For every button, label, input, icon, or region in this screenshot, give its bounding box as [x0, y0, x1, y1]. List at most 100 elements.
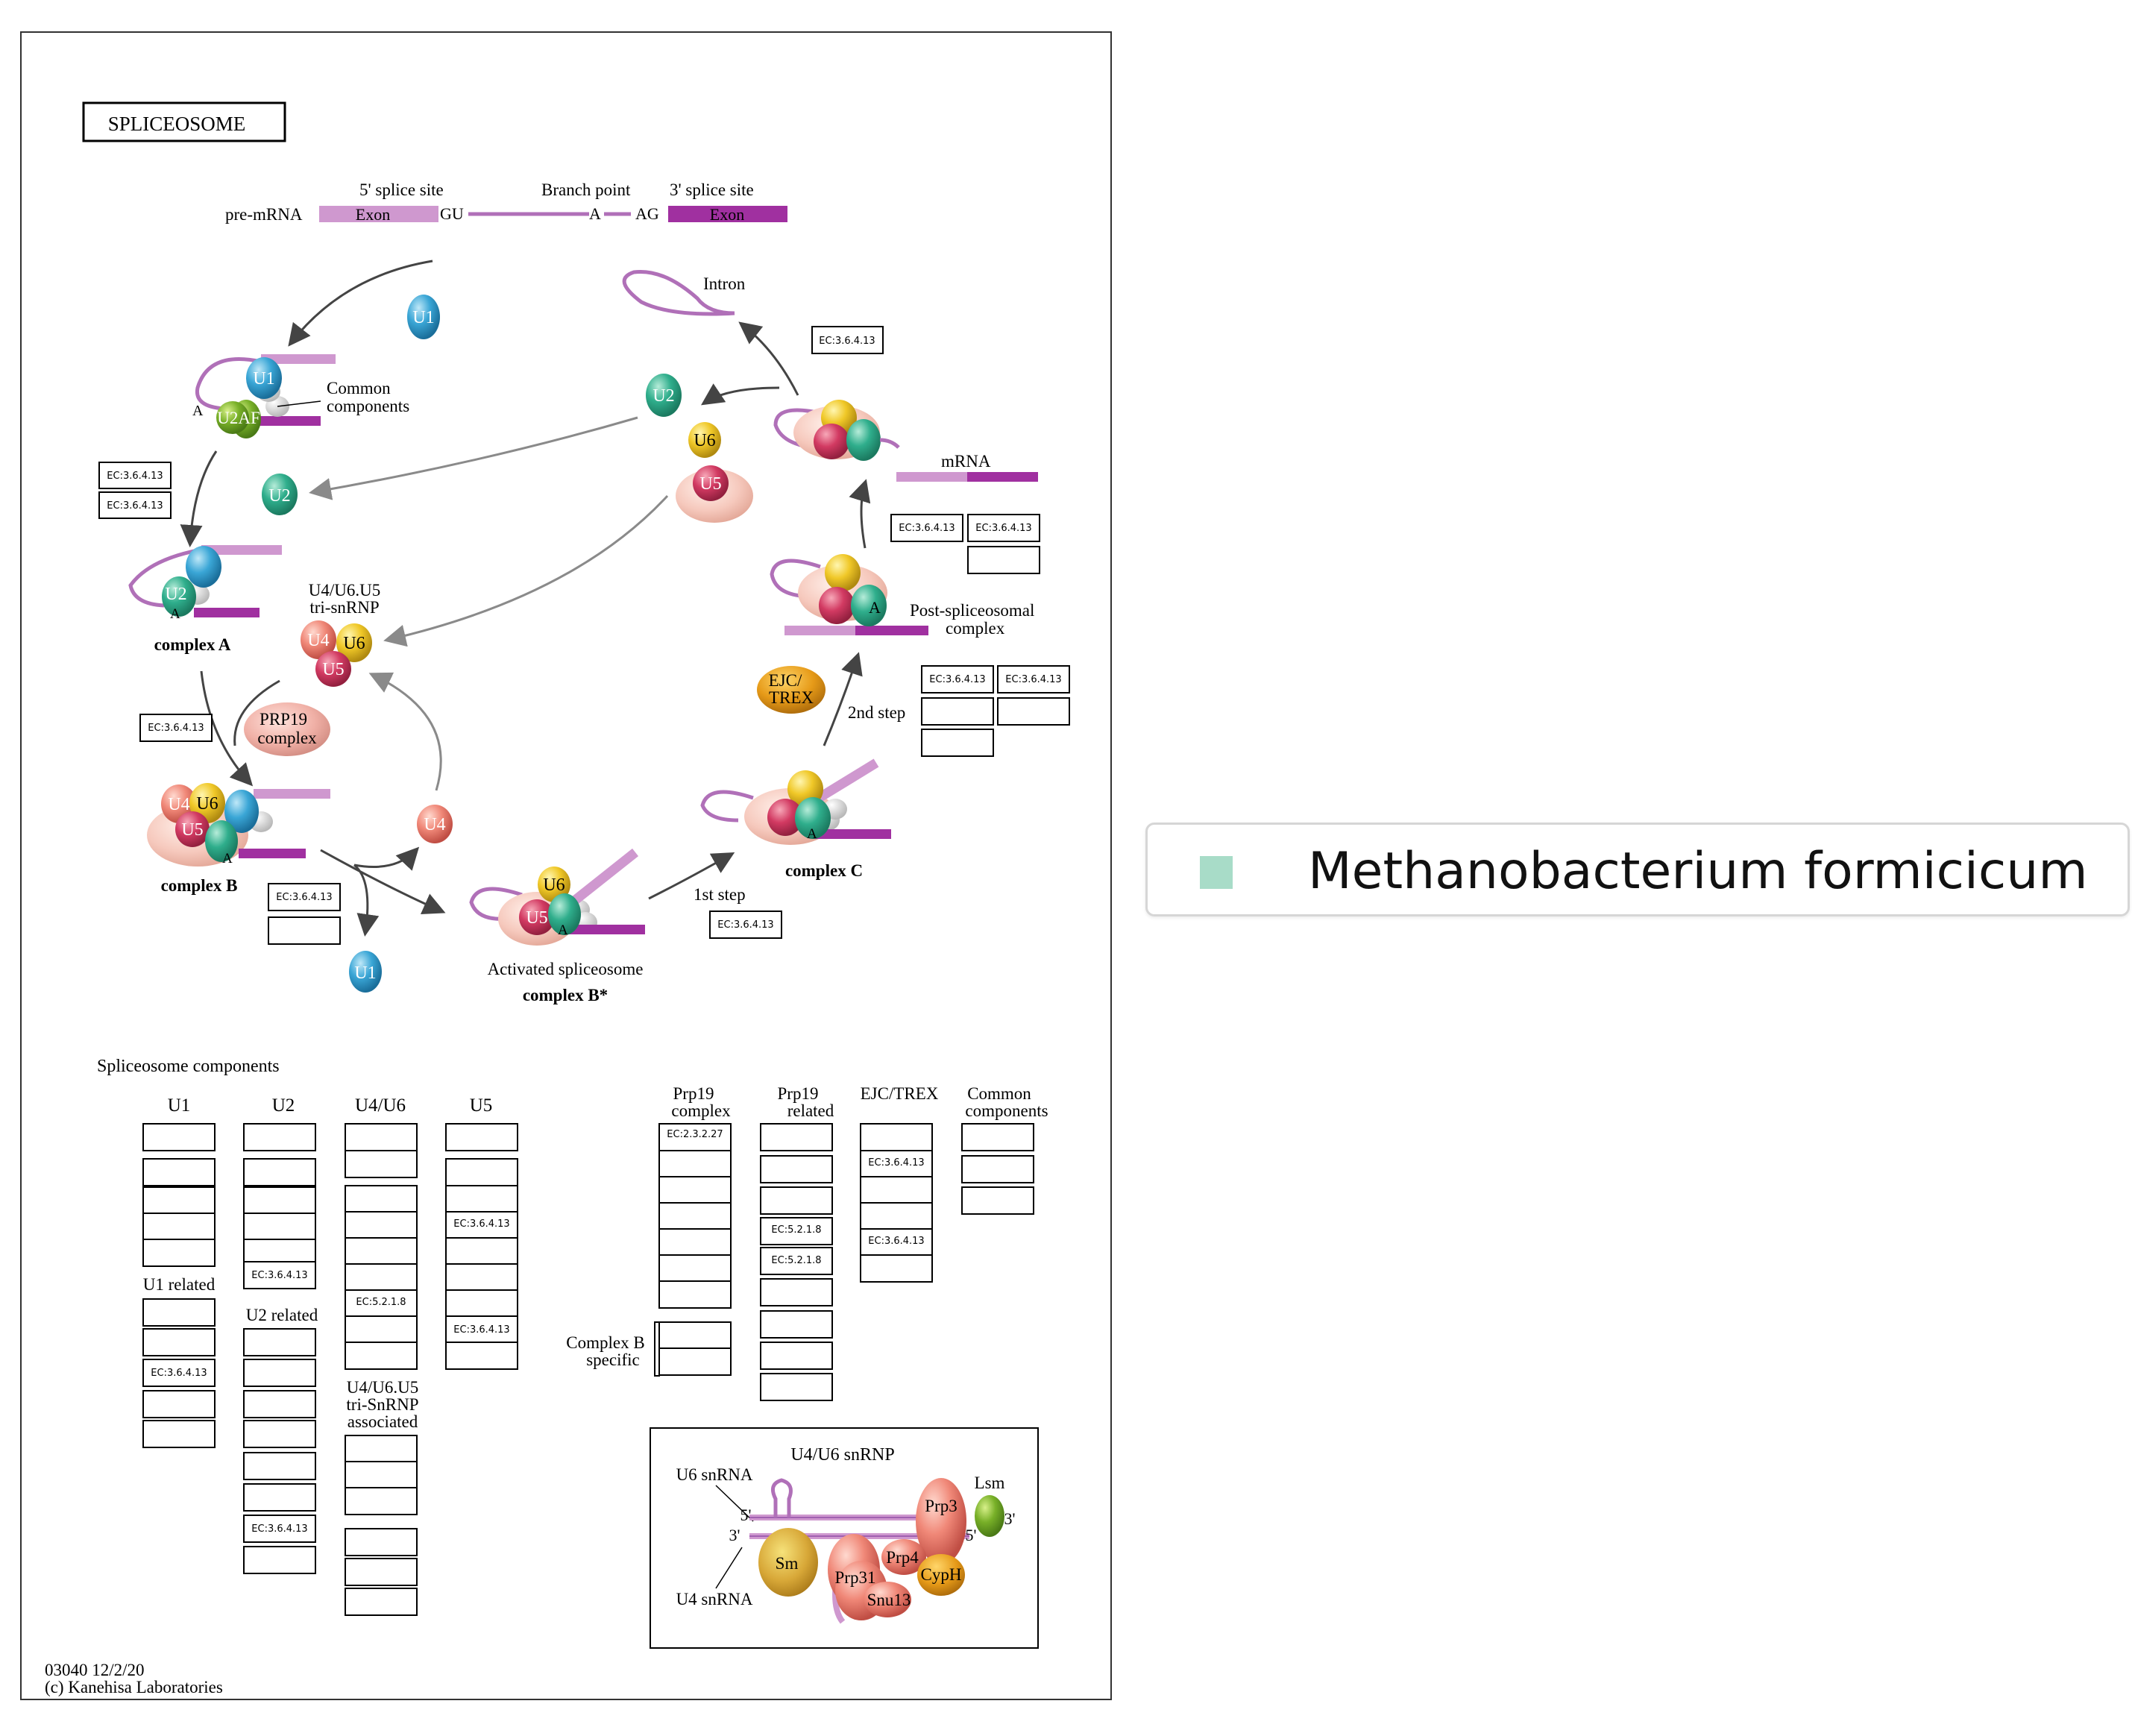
footer-line-2: (c) Kanehisa Laboratories [45, 1678, 223, 1696]
ec-box [98, 462, 172, 489]
tri-assoc-label-3: associated [348, 1412, 418, 1431]
svg-text:EC:3.6.4.13: EC:3.6.4.13 [251, 1523, 307, 1535]
complex-c: A complex C [700, 758, 891, 880]
complex-bstar-label: complex B* [523, 986, 608, 1004]
complex-a: U2 A complex A [128, 545, 282, 654]
gu-label: GU [440, 204, 464, 223]
col-u2-label: U2 [272, 1095, 295, 1116]
diagram-title: SPLICEOSOME [108, 113, 246, 135]
u1-common-label: U1 [253, 369, 274, 389]
u2-related-label: U2 related [246, 1306, 318, 1324]
u1-related-label: U1 related [143, 1275, 216, 1294]
pathway-ec-boxes[interactable]: EC:3.6.4.13 EC:3.6.4.13 EC:3.6.4.13 EC:3… [98, 326, 1070, 945]
svg-text:EC:3.6.4.13: EC:3.6.4.13 [717, 919, 773, 931]
svg-text:EC:3.6.4.13: EC:3.6.4.13 [868, 1157, 924, 1169]
tri-snrnp-label-1: U4/U6.U5 [309, 581, 380, 600]
lsm-label: Lsm [975, 1474, 1005, 1492]
svg-text:EC:3.6.4.13: EC:3.6.4.13 [975, 523, 1031, 534]
branch-a-complex-b: A [222, 851, 233, 867]
u6-bstar-label: U6 [543, 875, 565, 895]
exon-2-label: Exon [710, 205, 744, 224]
svg-text:EC:5.2.1.8: EC:5.2.1.8 [771, 1224, 821, 1236]
mrna-product: mRNA [896, 452, 1038, 482]
u5-complex-b-label: U5 [181, 820, 203, 840]
u1-free-bottom-label: U1 [354, 963, 376, 983]
intron-product: Intron [622, 269, 746, 316]
snu13-label: Snu13 [867, 1591, 911, 1609]
ec-box [139, 714, 213, 742]
branch-a-complex-a: A [170, 606, 180, 622]
tri-snrnp: U4/U6.U5 tri-snRNP U4 U6 U5 [301, 581, 380, 687]
components-section: Spliceosome components U1 U2 U4/U6 U5 U1… [97, 1057, 1048, 1431]
col-u4u6-label: U4/U6 [355, 1095, 406, 1116]
svg-text:EC:5.2.1.8: EC:5.2.1.8 [771, 1255, 821, 1266]
prp19-col-label-2: complex [671, 1101, 731, 1120]
ejctrex-col-label: EJC/TREX [861, 1084, 939, 1103]
components-heading: Spliceosome components [97, 1057, 280, 1076]
ejc-trex: EJC/ TREX [757, 666, 826, 714]
second-step-label: 2nd step [848, 703, 905, 722]
ec-box [921, 665, 994, 694]
prp3-label: Prp3 [925, 1497, 957, 1515]
svg-text:EC:3.6.4.13: EC:3.6.4.13 [899, 523, 955, 534]
u2af-label: U2AF [217, 409, 260, 427]
svg-text:EC:3.6.4.13: EC:3.6.4.13 [1005, 674, 1061, 685]
first-step-label: 1st step [694, 885, 746, 904]
prp4-label: Prp4 [886, 1548, 919, 1567]
prp19rel-col-label-2: related [787, 1101, 834, 1120]
svg-text:EC:3.6.4.13: EC:3.6.4.13 [819, 336, 875, 347]
svg-text:EC:3.6.4.13: EC:3.6.4.13 [453, 1218, 509, 1230]
svg-text:EC:3.6.4.13: EC:3.6.4.13 [151, 1368, 207, 1379]
complex-b: U4 U6 U5 A complex B [147, 783, 330, 895]
branch-a-common: A [192, 403, 204, 419]
ec-box [268, 883, 341, 911]
legend: Methanobacterium formicicum [1145, 823, 2130, 916]
ec-box [98, 491, 172, 519]
component-gene-boxes[interactable] [142, 1123, 1034, 1616]
svg-text:EC:3.6.4.13: EC:3.6.4.13 [453, 1324, 509, 1336]
svg-text:EC:2.3.2.27: EC:2.3.2.27 [667, 1129, 723, 1140]
pre-mrna: pre-mRNA 5' splice site Branch point 3' … [225, 180, 787, 224]
gene-box [921, 729, 994, 757]
complex-b-label: complex B [161, 876, 238, 895]
u2-complex-a-label: U2 [165, 585, 186, 604]
exon-1 [319, 206, 438, 222]
branch-a-label: A [589, 204, 601, 223]
u2-free-left-label: U2 [268, 486, 290, 506]
sm-label: Sm [776, 1554, 799, 1573]
common-components-label-2: components [327, 397, 409, 415]
post-spliceosomal-complex: A Post-spliceosomal complex [770, 554, 1034, 638]
branch-point-label: Branch point [541, 180, 631, 199]
svg-text:EC:3.6.4.13: EC:3.6.4.13 [929, 674, 985, 685]
commitment-complex: U1 U2AF A Common components [192, 354, 409, 438]
tri-assoc-label-2: tri-SnRNP [346, 1395, 418, 1414]
common-components-label-1: Common [327, 379, 391, 397]
ejc-label-1: EJC/ [769, 671, 802, 690]
gene-box [921, 697, 994, 726]
prp31-label: Prp31 [835, 1568, 876, 1587]
ag-label: AG [635, 204, 659, 223]
prp19-label-2: complex [257, 729, 317, 747]
gene-box [997, 697, 1070, 726]
u4-complex-b-label: U4 [168, 795, 189, 814]
gene-box [967, 546, 1040, 574]
mrna-label: mRNA [941, 452, 991, 471]
complex-a-label: complex A [154, 635, 231, 654]
u6-tri-label: U6 [343, 634, 365, 653]
inset-title: U4/U6 snRNP [790, 1445, 894, 1465]
u4-free-label: U4 [424, 815, 445, 834]
u4-snrna-label: U4 snRNA [676, 1590, 753, 1608]
ec-box [811, 326, 884, 354]
five-splice-site-label: 5' splice site [359, 180, 444, 199]
svg-text:EC:3.6.4.13: EC:3.6.4.13 [251, 1270, 307, 1281]
branch-a-complex-c: A [807, 826, 817, 842]
col-u1-label: U1 [168, 1095, 191, 1116]
activated-spliceosome-label: Activated spliceosome [488, 960, 644, 978]
title-box [82, 101, 286, 142]
prp19-complex: PRP19 complex [244, 702, 330, 756]
inset-five-right: 5' [966, 1526, 977, 1544]
prp19rel-col-label-1: Prp19 [778, 1084, 819, 1103]
u4u6-snrnp-inset: U4/U6 snRNP U6 snRNA U4 snRNA Sm Prp3 Pr… [650, 1427, 1039, 1649]
ec-box [967, 514, 1040, 542]
u6-snrna-label: U6 snRNA [676, 1465, 753, 1484]
